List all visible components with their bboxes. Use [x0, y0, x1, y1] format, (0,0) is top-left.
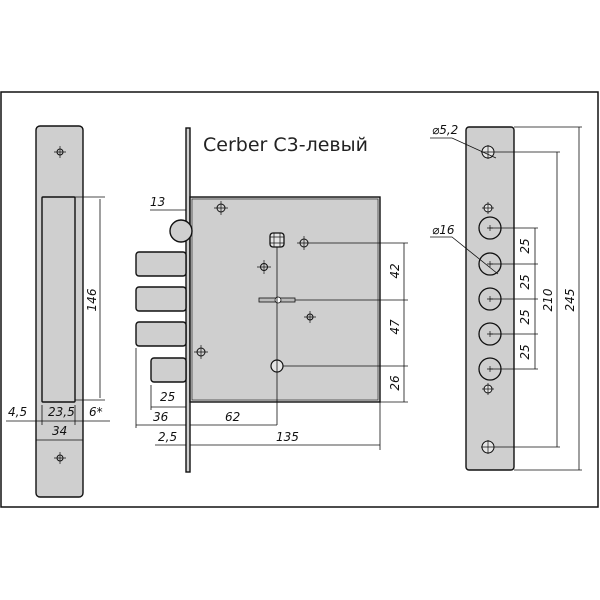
dim-pitch: 25	[518, 344, 532, 359]
drawing-frame	[0, 91, 599, 508]
drawing-title: Cerber C3-левый	[203, 134, 368, 156]
screw-hole-icon	[54, 452, 66, 464]
dim-d3: 6*	[89, 405, 103, 419]
dim-cyl-bottom: 26	[388, 375, 402, 391]
dim-bolt-total: 36	[153, 410, 169, 424]
strike-plate: 146 4,5 23,5 6* 34	[6, 125, 110, 498]
dim-d1: 4,5	[8, 405, 27, 419]
dim-bolt-hole-dia: ⌀16	[432, 223, 455, 237]
latch	[169, 219, 193, 243]
dim-screw-dia: ⌀5,2	[432, 123, 458, 137]
spindle-square	[269, 232, 285, 248]
dim-length: 245	[563, 289, 577, 312]
bolt	[135, 321, 187, 347]
dim-width: 34	[52, 424, 67, 438]
dim-pitch: 25	[518, 274, 532, 289]
bolt	[135, 286, 187, 312]
dim-latch: 13	[150, 195, 165, 209]
dim-screw-span: 210	[541, 288, 555, 311]
dim-height: 146	[85, 288, 99, 311]
dim-spindle-key: 42	[388, 263, 402, 278]
bolt	[135, 251, 187, 277]
dim-pitch: 25	[518, 309, 532, 324]
dim-faceplate: 2,5	[158, 430, 177, 444]
bolt	[150, 357, 187, 383]
dim-key-cyl: 47	[388, 319, 402, 335]
dim-depth: 135	[276, 430, 299, 444]
dim-backset: 62	[225, 410, 240, 424]
dim-d2: 23,5	[48, 405, 75, 419]
dim-bolt: 25	[160, 390, 175, 404]
screw-icon	[194, 201, 316, 359]
faceplate: ⌀5,2 ⌀16 25 25 25 25 210 245	[430, 123, 582, 471]
screw-hole-icon	[54, 146, 66, 158]
dim-pitch: 25	[518, 238, 532, 253]
lock-body: Cerber C3-левый 13 25 36 2,5 62 135 42 4…	[135, 127, 408, 473]
